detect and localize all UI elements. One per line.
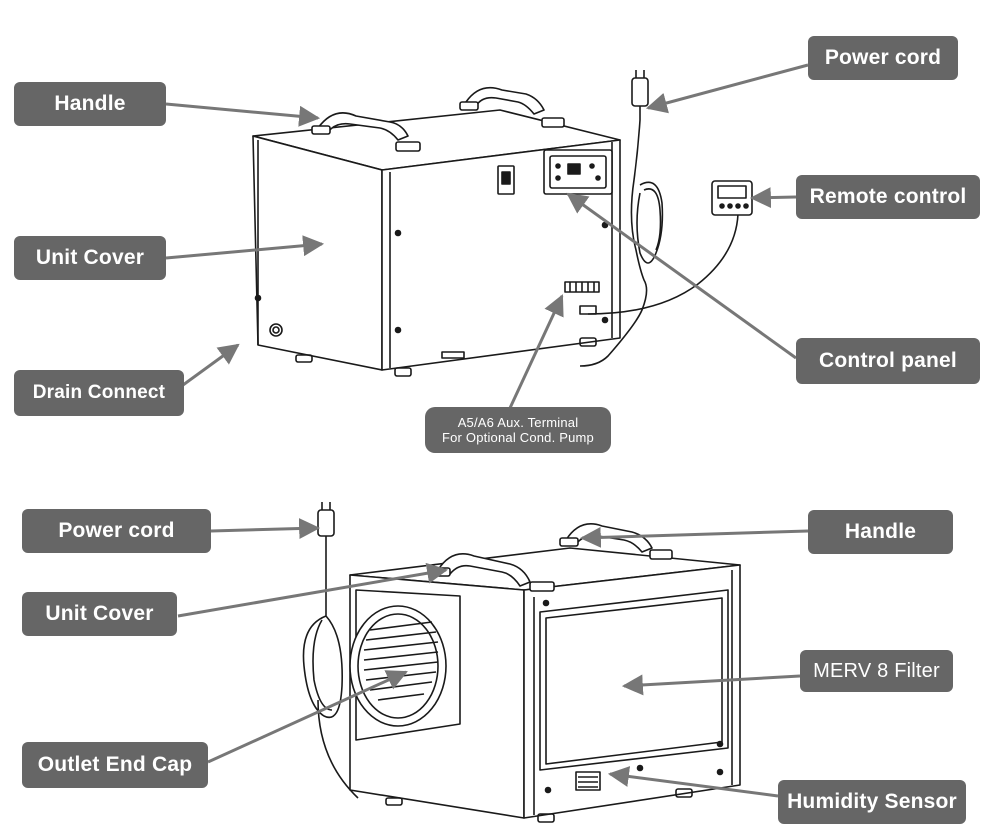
aux-terminal-line2: For Optional Cond. Pump bbox=[441, 430, 594, 445]
label-unit-cover-bottom: Unit Cover bbox=[22, 592, 177, 636]
label-remote-control: Remote control bbox=[796, 175, 980, 219]
label-handle-top: Handle bbox=[14, 82, 166, 126]
label-merv-filter: MERV 8 Filter bbox=[800, 650, 953, 692]
label-power-cord-bottom: Power cord bbox=[22, 509, 211, 553]
aux-terminal-line1: A5/A6 Aux. Terminal bbox=[457, 415, 579, 430]
label-power-cord-top: Power cord bbox=[808, 36, 958, 80]
label-handle-bottom: Handle bbox=[808, 510, 953, 554]
label-outlet-end-cap: Outlet End Cap bbox=[22, 742, 208, 788]
top-unit-drawing bbox=[252, 70, 753, 377]
label-unit-cover-top: Unit Cover bbox=[14, 236, 166, 280]
label-aux-terminal: A5/A6 Aux. Terminal For Optional Cond. P… bbox=[425, 407, 611, 453]
label-drain-connect: Drain Connect bbox=[14, 370, 184, 416]
bottom-unit-drawing bbox=[302, 502, 741, 823]
label-humidity-sensor: Humidity Sensor bbox=[778, 780, 966, 824]
label-control-panel: Control panel bbox=[796, 338, 980, 384]
leader-arrows bbox=[165, 63, 809, 798]
